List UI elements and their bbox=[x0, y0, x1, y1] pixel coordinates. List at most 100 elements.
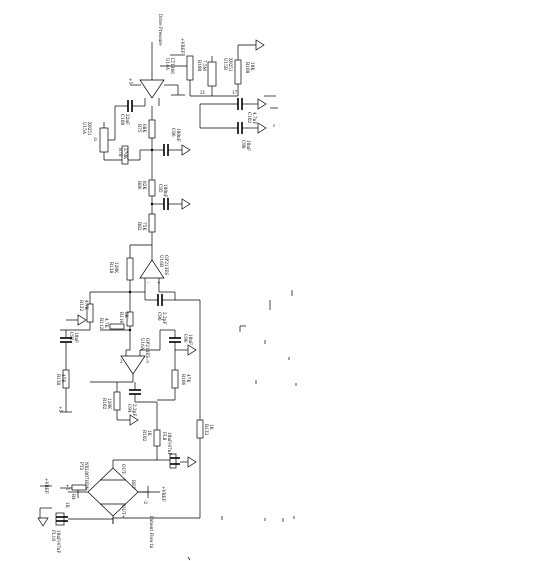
svg-text:R102: R102 bbox=[102, 398, 107, 409]
svg-text:R122: R122 bbox=[79, 300, 84, 311]
resistor-r106: R106 47K bbox=[157, 350, 191, 401]
capacitor-c86: C86 100nF bbox=[152, 128, 191, 156]
svg-text:120K: 120K bbox=[107, 398, 112, 410]
svg-text:R86: R86 bbox=[137, 181, 142, 190]
capacitor-c92: C92 10nF bbox=[60, 314, 90, 362]
svg-text:100nF: 100nF bbox=[176, 128, 181, 142]
svg-text:U16A: U16A bbox=[140, 338, 145, 351]
svg-text:7.5M: 7.5M bbox=[202, 60, 207, 72]
svg-text:C92: C92 bbox=[69, 332, 74, 341]
svg-text:C96: C96 bbox=[183, 334, 188, 343]
svg-text:1K: 1K bbox=[209, 424, 214, 431]
svg-text:1K: 1K bbox=[147, 430, 152, 437]
drive-pressure-label: Drive Pressure bbox=[158, 14, 163, 46]
resistor-r82: R82 75K bbox=[130, 204, 156, 246]
resistor-r100: R100 7.5M bbox=[160, 55, 207, 96]
svg-text:+VREF: +VREF bbox=[180, 38, 185, 54]
resistor-r4: R4 1K bbox=[60, 484, 87, 509]
svg-text:120K: 120K bbox=[114, 262, 119, 274]
svg-text:X9251: X9251 bbox=[228, 58, 233, 72]
svg-text:U14A: U14A bbox=[165, 58, 170, 71]
svg-text:+: + bbox=[157, 280, 161, 285]
svg-text:U15A: U15A bbox=[82, 122, 87, 135]
svg-text:+VREF: +VREF bbox=[44, 478, 49, 494]
svg-text:R4: R4 bbox=[71, 494, 76, 500]
filter-fl8: FL8 10nF/47nF bbox=[162, 432, 197, 469]
svg-text:R75: R75 bbox=[137, 124, 142, 133]
capacitor-c102: C102 4.7nF bbox=[200, 95, 278, 124]
svg-text:C98: C98 bbox=[241, 140, 246, 149]
svg-text:2: 2 bbox=[120, 359, 123, 364]
svg-text:OP213ES: OP213ES bbox=[145, 338, 150, 358]
svg-text:R130: R130 bbox=[56, 374, 61, 385]
svg-text:C102: C102 bbox=[247, 112, 252, 124]
svg-text:REF: REF bbox=[131, 480, 136, 489]
plus5-bridge: +5 bbox=[65, 484, 78, 493]
svg-text:PT2: PT2 bbox=[79, 462, 84, 471]
svg-text:R128: R128 bbox=[109, 262, 114, 273]
svg-text:17: 17 bbox=[232, 90, 238, 95]
svg-text:22nF: 22nF bbox=[125, 114, 130, 125]
resistor-r112: R112 4.7K bbox=[99, 318, 132, 332]
svg-text:U16B: U16B bbox=[159, 255, 164, 267]
capacitor-c90: C90 2.2pF bbox=[144, 292, 176, 324]
svg-text:OP213ES: OP213ES bbox=[164, 255, 169, 275]
svg-text:R132: R132 bbox=[204, 424, 209, 435]
svg-text:R102: R102 bbox=[142, 430, 147, 441]
svg-text:C85: C85 bbox=[158, 184, 163, 193]
svg-text:-2: -2 bbox=[143, 500, 148, 504]
svg-text:+5: +5 bbox=[65, 484, 70, 491]
resistor-r102b: R102 1K bbox=[142, 402, 170, 461]
svg-text:100nF: 100nF bbox=[163, 184, 168, 198]
vref-bl: +VREF bbox=[37, 478, 52, 527]
capacitor-c98: C98 10nF c bbox=[199, 104, 276, 151]
svg-text:1K: 1K bbox=[65, 502, 70, 509]
resistor-r75: R75 68K bbox=[137, 106, 156, 152]
capacitor-c96: C96 10nF bbox=[160, 329, 197, 356]
vref-top: +VREF bbox=[170, 38, 185, 56]
svg-text:+VREF: +VREF bbox=[161, 486, 166, 502]
svg-text:4.7nF: 4.7nF bbox=[252, 112, 257, 124]
svg-text:c: c bbox=[273, 123, 276, 128]
op-amp-u16a: U16A OP213ES 2 3 bbox=[120, 330, 161, 382]
svg-text:C100: C100 bbox=[120, 114, 125, 126]
pot-u15b: U15B X9251 21 17 bbox=[190, 56, 238, 97]
resistor-r102a: R102 120K bbox=[90, 381, 139, 426]
svg-text:FL8: FL8 bbox=[162, 432, 167, 441]
svg-text:10nF: 10nF bbox=[246, 140, 251, 151]
svg-text:R112: R112 bbox=[99, 318, 104, 329]
stray-marks bbox=[187, 290, 297, 561]
resistor-r116: R116 5K bbox=[119, 292, 134, 350]
svg-text:82K: 82K bbox=[142, 181, 147, 190]
resistor-r122: R122 4.7K bbox=[79, 291, 130, 330]
resistor-r132: R132 1K bbox=[175, 299, 214, 518]
svg-text:X9251: X9251 bbox=[87, 122, 92, 136]
patient-flow-in-label-group: Patient Flow In bbox=[112, 516, 200, 549]
svg-text:OUT-: OUT- bbox=[121, 464, 126, 475]
svg-text:270K: 270K bbox=[123, 148, 128, 160]
svg-text:-: - bbox=[147, 280, 149, 285]
svg-text:+5: +5 bbox=[58, 406, 63, 413]
resistor-r108: R108 10K bbox=[234, 39, 265, 96]
svg-text:10K: 10K bbox=[250, 62, 255, 71]
svg-text:+5: +5 bbox=[128, 78, 133, 85]
capacitor-c94: C94 2.2pF bbox=[127, 382, 157, 416]
svg-text:NXL007HDN: NXL007HDN bbox=[84, 462, 89, 490]
pot-u15a: U15A X9251 0 bbox=[82, 106, 116, 160]
capacitor-c85: C85 100nF bbox=[152, 184, 191, 210]
resistor-r130: R130 47K +5 bbox=[56, 362, 72, 413]
svg-text:21: 21 bbox=[200, 90, 206, 95]
svg-text:10nF: 10nF bbox=[74, 332, 79, 343]
svg-text:R100: R100 bbox=[197, 60, 202, 71]
filter-fl10: FL10 10nF/47nF bbox=[51, 512, 113, 553]
svg-text:U15B: U15B bbox=[223, 58, 228, 70]
svg-text:C90: C90 bbox=[157, 312, 162, 321]
svg-text:2.2pF: 2.2pF bbox=[132, 404, 137, 416]
svg-text:R82: R82 bbox=[137, 222, 142, 231]
svg-text:OUT+: OUT+ bbox=[121, 505, 126, 519]
svg-text:10nF/47nF: 10nF/47nF bbox=[167, 432, 172, 455]
resistor-r128: R128 120K bbox=[109, 245, 145, 294]
svg-text:5K: 5K bbox=[124, 312, 129, 319]
svg-text:47K: 47K bbox=[61, 374, 66, 383]
